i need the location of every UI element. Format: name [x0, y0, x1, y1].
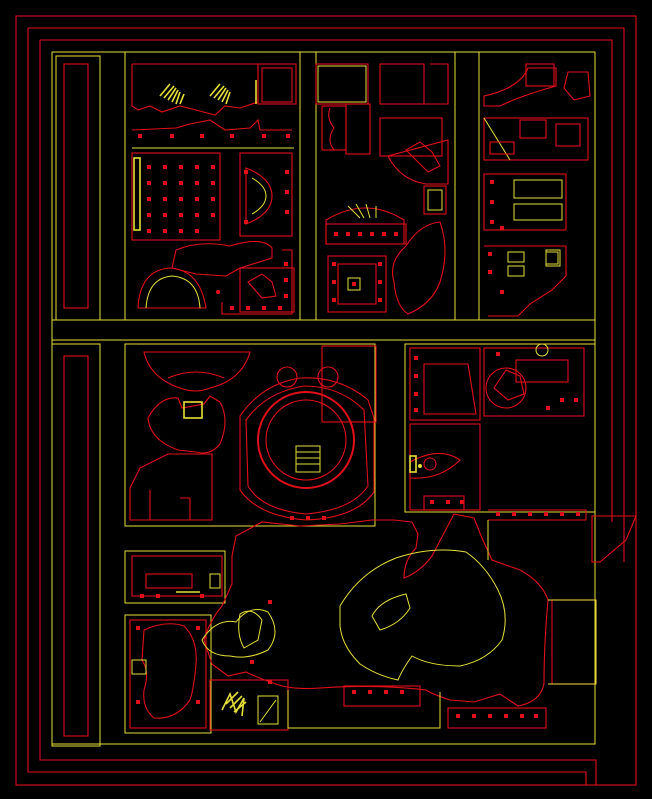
column-grid	[136, 134, 580, 718]
south-east-terrace	[287, 520, 597, 729]
north-east-quarters	[478, 51, 596, 321]
north-center-court	[315, 51, 456, 321]
fan-stairs	[159, 83, 559, 713]
outer-boundary	[15, 15, 637, 786]
west-corridor	[51, 55, 101, 747]
south-west-garden	[124, 550, 289, 734]
east-pavilion	[404, 343, 637, 563]
central-theatre	[124, 343, 377, 527]
central-pond	[201, 513, 549, 707]
north-west-hall	[124, 51, 301, 321]
